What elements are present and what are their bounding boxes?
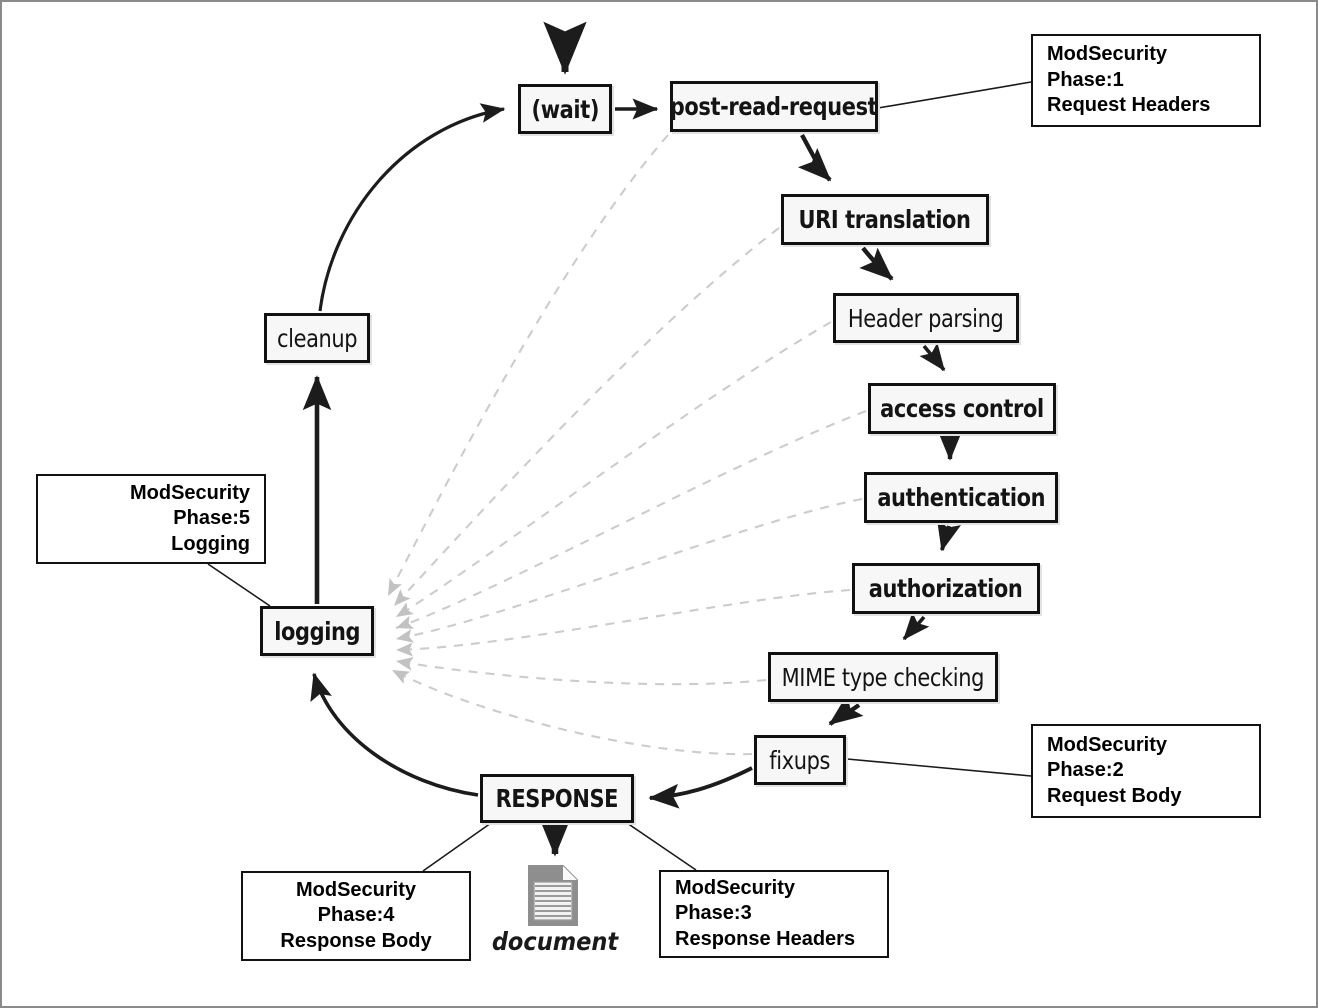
node-post-read-request[interactable]: post-read-request	[670, 81, 878, 132]
edge-cleanup-to-wait	[318, 103, 506, 312]
node-authentication[interactable]: authentication	[864, 472, 1058, 523]
node-authorization[interactable]: authorization	[852, 563, 1040, 614]
leader-fixups-to-phase2	[846, 758, 1032, 777]
callout-modsecurity-phase-3: ModSecurity Phase:3 Response Headers	[659, 870, 889, 958]
edge-authn-to-logging	[395, 497, 863, 643]
callout-modsecurity-phase-1: ModSecurity Phase:1 Request Headers	[1031, 34, 1261, 127]
edge-mime-to-logging	[395, 657, 767, 686]
node-fixups[interactable]: fixups	[754, 735, 846, 785]
edge-fixups-to-response	[648, 766, 753, 809]
node-mime-type-checking-label: MIME type checking	[781, 662, 985, 692]
node-cleanup-label: cleanup	[276, 323, 358, 353]
callout-modsecurity-phase-5: ModSecurity Phase:5 Logging	[36, 474, 266, 564]
leader-response-to-phase3	[626, 822, 697, 871]
callout-phase2-line2: Request Body	[1047, 784, 1182, 807]
edge-header-to-access	[919, 342, 946, 372]
edge-fixups-to-logging	[391, 669, 753, 756]
leader-phase5-to-logging	[207, 563, 271, 607]
edge-header-to-logging	[395, 321, 832, 618]
callout-phase4-line2: Response Body	[280, 929, 432, 952]
edge-authz-to-mime	[902, 612, 930, 641]
callout-phase3-line1: ModSecurity Phase:3	[675, 876, 796, 925]
edge-authz-to-logging	[395, 588, 851, 657]
node-uri-translation[interactable]: URI translation	[781, 194, 989, 245]
callout-phase5-line2: Logging	[171, 532, 250, 555]
node-access-control-label: access control	[880, 394, 1044, 423]
leader-post-read-to-phase1	[877, 81, 1032, 109]
edge-response-to-logging	[310, 672, 479, 797]
callout-phase1-line2: Request Headers	[1047, 94, 1211, 117]
leader-response-to-phase4	[422, 822, 492, 872]
edge-post-read-to-uri	[797, 133, 832, 182]
node-cleanup[interactable]: cleanup	[264, 313, 370, 363]
node-access-control[interactable]: access control	[868, 383, 1056, 434]
node-authorization-label: authorization	[869, 574, 1023, 603]
node-response-label: RESPONSE	[495, 784, 619, 813]
node-logging[interactable]: logging	[260, 606, 374, 656]
node-post-read-request-label: post-read-request	[670, 92, 878, 121]
solid-edges	[302, 21, 964, 857]
edge-access-to-authn	[936, 427, 964, 461]
node-header-parsing[interactable]: Header parsing	[833, 293, 1019, 343]
edge-post-read-to-logging	[387, 134, 669, 597]
node-mime-type-checking[interactable]: MIME type checking	[768, 652, 998, 702]
edge-authn-to-authz	[936, 519, 962, 552]
callout-phase3-line2: Response Headers	[675, 927, 856, 950]
node-logging-label: logging	[274, 616, 360, 646]
edge-access-to-logging	[395, 410, 867, 629]
callout-phase5-line1: ModSecurity Phase:5	[129, 481, 250, 530]
document-page-icon	[528, 865, 578, 926]
callout-phase2-line1: ModSecurity Phase:2	[1047, 733, 1168, 782]
callout-modsecurity-phase-4: ModSecurity Phase:4 Response Body	[241, 871, 471, 961]
node-response[interactable]: RESPONSE	[480, 774, 634, 823]
callout-modsecurity-phase-2: ModSecurity Phase:2 Request Body	[1031, 724, 1261, 818]
document-label: document	[491, 927, 619, 956]
node-fixups-label: fixups	[769, 745, 831, 775]
edge-mime-to-fixups	[828, 694, 864, 726]
callout-phase4-line1: ModSecurity Phase:4	[295, 878, 417, 927]
node-uri-translation-label: URI translation	[798, 205, 972, 234]
edge-uri-to-header	[859, 246, 894, 281]
node-header-parsing-label: Header parsing	[848, 303, 1004, 333]
node-wait[interactable]: (wait)	[518, 84, 612, 134]
node-authentication-label: authentication	[877, 483, 1045, 512]
node-wait-label: (wait)	[531, 94, 599, 124]
callout-phase1-line1: ModSecurity Phase:1	[1047, 43, 1168, 91]
edge-uri-to-logging	[393, 227, 780, 607]
